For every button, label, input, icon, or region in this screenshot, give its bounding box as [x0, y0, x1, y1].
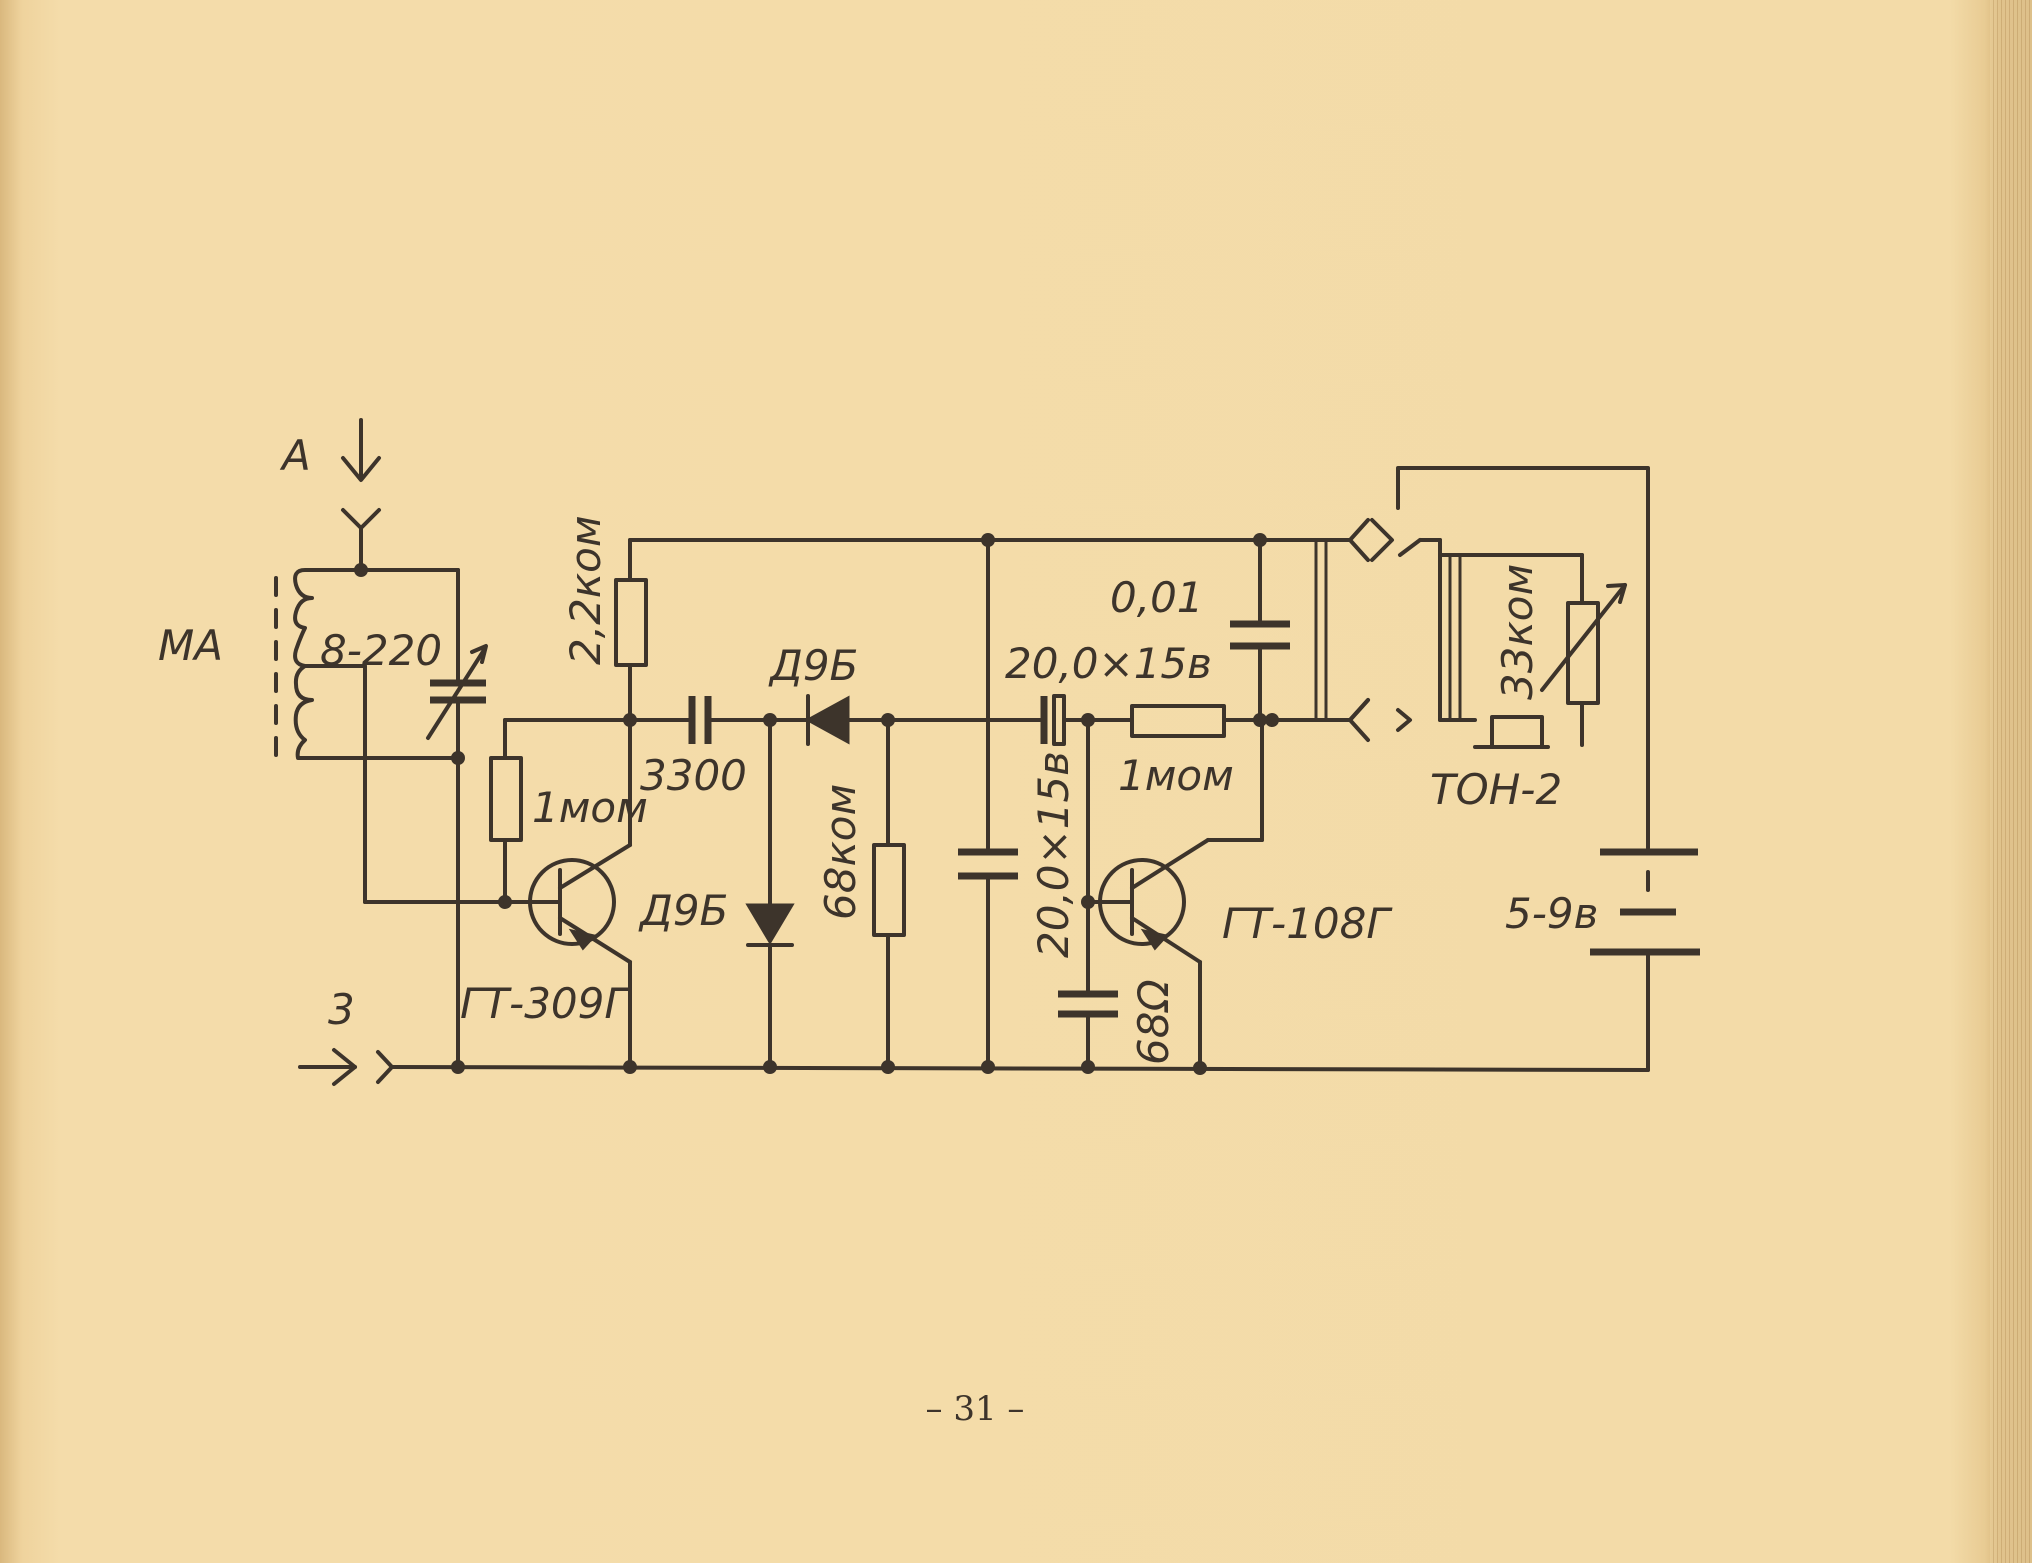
ferrite-antenna-label: MA — [158, 621, 223, 670]
antenna-input — [341, 418, 381, 572]
diode-series — [768, 694, 990, 746]
electrolytic-capacitor-1 — [958, 538, 1018, 1069]
emitter-resistor-label: 68Ω — [1129, 979, 1178, 1065]
ground-label: 3 — [328, 985, 355, 1034]
ground-input — [298, 1048, 394, 1086]
transistor-2 — [1086, 718, 1264, 1069]
output-jack — [1258, 518, 1394, 742]
antenna-coil — [293, 568, 367, 904]
page-edges — [1990, 0, 2032, 1563]
electrolytic-1-label: 20,0×15в — [1005, 639, 1212, 688]
junction-dot — [623, 1060, 637, 1074]
bypass-capacitor-label: 0,01 — [1110, 573, 1204, 622]
load-resistor — [872, 718, 906, 1069]
tuning-capacitor — [359, 568, 488, 760]
diode-shunt-label: Д9Б — [638, 886, 728, 935]
junction-dot — [1193, 1061, 1207, 1075]
diode-shunt — [745, 718, 795, 1069]
ground-rail — [390, 1065, 1650, 1072]
tuning-capacitor-label: 8-220 — [320, 626, 442, 675]
load-resistor-label: 68ком — [816, 784, 865, 920]
transistor-1 — [503, 843, 632, 964]
headphones-label: ТОН-2 — [1430, 765, 1562, 814]
battery — [1590, 848, 1700, 1072]
page-number: – 31 – — [926, 1389, 1025, 1429]
coupling-capacitor-label: 3300 — [640, 751, 747, 800]
battery-label: 5-9в — [1505, 889, 1598, 938]
coupling-capacitor — [628, 696, 772, 744]
diode-series-label: Д9Б — [768, 641, 858, 690]
transistor-1-label: ГТ-309Г — [460, 979, 631, 1028]
bias-resistor-1 — [489, 718, 632, 904]
headphone-resistor-label: 33ком — [1493, 564, 1542, 700]
electrolytic-capacitor-2 — [986, 694, 1090, 746]
junction-dot — [881, 713, 895, 727]
junction-dot — [981, 1060, 995, 1074]
junction-dot — [1081, 1060, 1095, 1074]
bypass-capacitor — [1230, 538, 1290, 722]
collector-resistor — [614, 538, 648, 722]
emitter-capacitor — [1058, 900, 1118, 1069]
battery-loop — [1396, 466, 1650, 850]
junction-dot — [881, 1060, 895, 1074]
junction-dot — [763, 1060, 777, 1074]
bias-resistor-2 — [1086, 704, 1274, 738]
transistor-2-label: ГТ-108Г — [1222, 899, 1393, 948]
junction-dot — [451, 1060, 465, 1074]
collector-resistor-label: 2,2ком — [561, 515, 610, 665]
bias-resistor-2-label: 1мом — [1118, 751, 1234, 800]
headphones — [1396, 538, 1627, 749]
antenna-label: A — [279, 431, 311, 480]
electrolytic-2-label: 20,0×15в — [1029, 751, 1078, 958]
junction-dot — [354, 563, 368, 577]
